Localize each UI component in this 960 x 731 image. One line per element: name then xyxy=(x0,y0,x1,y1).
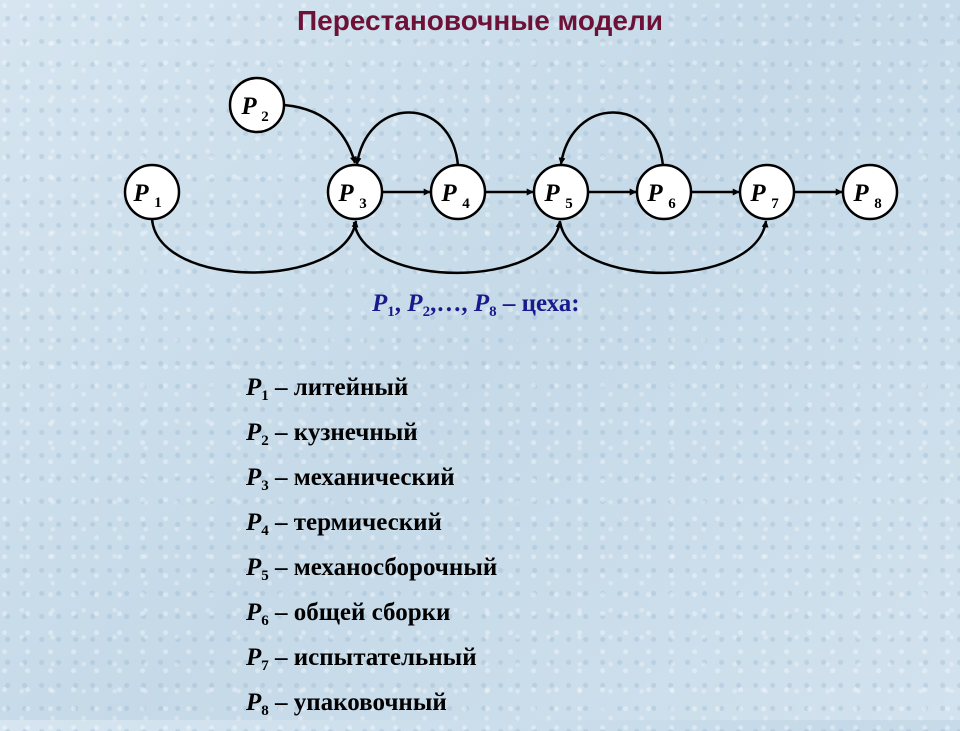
edge-p2-p3 xyxy=(283,103,357,164)
node-p1: P 1 xyxy=(123,163,181,221)
legend-item-p2: P2 – кузнечный xyxy=(246,419,418,449)
svg-text:8: 8 xyxy=(874,196,882,212)
workshops-caption: P1, P2,…, P8 – цеха: xyxy=(372,290,580,320)
node-p4: P 4 xyxy=(429,163,487,221)
svg-text:1: 1 xyxy=(154,195,162,211)
workshop-legend: P1 – литейный P2 – кузнечный P3 – механи… xyxy=(246,368,497,728)
svg-text:P: P xyxy=(852,180,869,207)
svg-text:P: P xyxy=(440,180,457,207)
svg-text:2: 2 xyxy=(261,109,269,125)
legend-item-p4: P4 – термический xyxy=(246,509,442,539)
node-p2: P 2 xyxy=(228,76,286,134)
node-p6: P 6 xyxy=(635,163,693,221)
legend-item-p5: P5 – механосборочный xyxy=(246,554,498,584)
svg-text:P: P xyxy=(749,180,766,207)
legend-item-p7: P7 – испытательный xyxy=(246,644,477,674)
workshop-graph: P 1 P 2 P 3 P 4 P 5 P 6 P 7 P 8 xyxy=(123,76,899,275)
node-p3: P 3 xyxy=(326,163,384,221)
svg-text:5: 5 xyxy=(565,196,573,212)
edge-p1-p3 xyxy=(150,218,359,274)
legend-item-p8: P8 – упаковочный xyxy=(246,689,447,719)
svg-text:7: 7 xyxy=(771,196,779,212)
svg-text:P: P xyxy=(646,180,663,207)
svg-text:P: P xyxy=(337,180,354,207)
svg-text:6: 6 xyxy=(668,196,676,212)
svg-text:P: P xyxy=(543,180,560,207)
legend-item-p3: P3 – механический xyxy=(246,464,455,494)
edge-p6-p5 xyxy=(558,111,665,167)
svg-text:P: P xyxy=(132,180,149,207)
svg-text:3: 3 xyxy=(359,196,367,212)
node-p5: P 5 xyxy=(532,163,590,221)
node-p7: P 7 xyxy=(738,163,796,221)
edge-p3-p5 xyxy=(352,220,563,275)
svg-text:4: 4 xyxy=(462,196,470,212)
edge-p5-p7 xyxy=(558,220,769,275)
legend-item-p6: P6 – общей сборки xyxy=(246,599,451,629)
svg-text:P: P xyxy=(240,93,257,120)
page-title: Перестановочные модели xyxy=(297,5,663,36)
node-p8: P 8 xyxy=(841,163,899,221)
legend-item-p1: P1 – литейный xyxy=(246,374,409,404)
edge-p4-p3 xyxy=(354,111,460,167)
